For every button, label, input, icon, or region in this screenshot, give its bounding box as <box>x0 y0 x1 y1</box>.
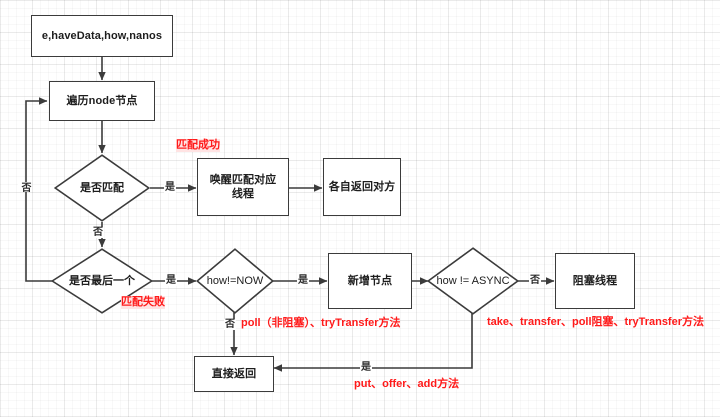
node-add-node: 新增节点 <box>328 253 412 309</box>
node-how-not-now: how!=NOW <box>196 248 274 314</box>
node-start: e,haveData,how,nanos <box>31 15 173 57</box>
edge-label-yes-how-now: 是 <box>297 275 309 286</box>
edge-label-yes-last: 是 <box>165 275 177 286</box>
node-traverse-label: 遍历node节点 <box>66 95 138 107</box>
node-wake-thread-label-line1: 唤醒匹配对应 <box>209 174 277 186</box>
annotation-blocking-methods: take、transfer、poll阻塞、tryTransfer方法 <box>487 316 704 328</box>
node-add-node-label: 新增节点 <box>347 275 393 287</box>
edge-label-no-loop-left: 否 <box>18 182 31 192</box>
edge-label-no-match: 否 <box>92 227 104 238</box>
annotation-match-fail: 匹配失败 <box>121 296 165 309</box>
annotation-async-methods: put、offer、add方法 <box>354 378 460 390</box>
node-return-each-label: 各自返回对方 <box>328 181 396 193</box>
node-return-each: 各自返回对方 <box>323 158 401 216</box>
annotation-match-success: 匹配成功 <box>176 139 220 152</box>
node-is-match: 是否匹配 <box>54 154 150 222</box>
node-start-label: e,haveData,how,nanos <box>41 30 163 42</box>
node-traverse: 遍历node节点 <box>49 81 155 121</box>
node-direct-return: 直接返回 <box>194 356 274 392</box>
edge-label-no-how-now: 否 <box>224 319 236 330</box>
edge-label-no-how-async: 否 <box>529 275 541 286</box>
node-direct-return-label: 直接返回 <box>211 368 257 380</box>
edge-label-yes-how-async: 是 <box>360 362 372 373</box>
node-block-thread: 阻塞线程 <box>555 253 635 309</box>
node-wake-thread: 唤醒匹配对应 线程 <box>197 158 289 216</box>
node-block-thread-label: 阻塞线程 <box>572 275 618 287</box>
node-wake-thread-label-line2: 线程 <box>231 188 255 200</box>
node-how-not-async: how != ASYNC <box>427 247 519 315</box>
annotation-non-blocking-methods: poll（非阻塞）、tryTransfer方法 <box>241 317 401 329</box>
edge-label-yes-match: 是 <box>164 182 176 193</box>
